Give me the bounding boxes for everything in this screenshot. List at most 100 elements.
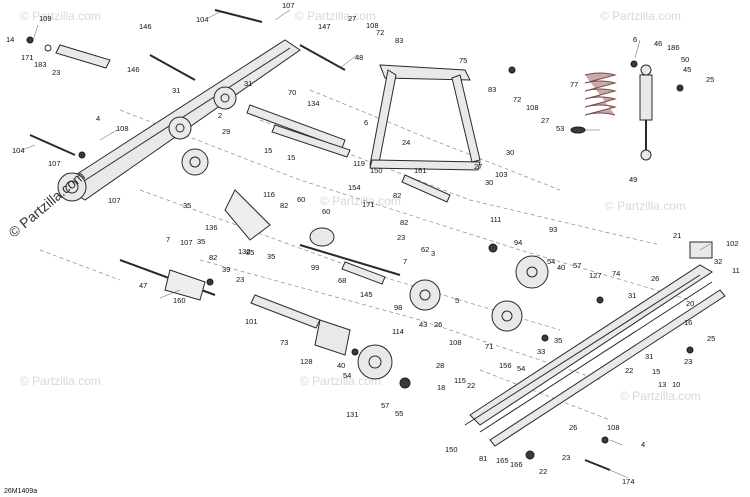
- callout-label: 18: [437, 383, 445, 392]
- callout-label: 102: [726, 239, 739, 248]
- callout-label: 70: [288, 88, 296, 97]
- callout-label: 31: [244, 79, 252, 88]
- callout-label: 156: [499, 361, 512, 370]
- callout-label: 171: [362, 200, 375, 209]
- callout-label: 23: [236, 275, 244, 284]
- callout-label: 83: [488, 85, 496, 94]
- callout-label: 5: [455, 296, 459, 305]
- callout-label: 4: [96, 114, 100, 123]
- callout-label: 174: [622, 477, 635, 486]
- callout-label: 15: [287, 153, 295, 162]
- callout-label: 128: [300, 357, 313, 366]
- callout-label: 60: [297, 195, 305, 204]
- callout-label: 35: [183, 201, 191, 210]
- callout-label: 31: [645, 352, 653, 361]
- callout-label: 160: [173, 296, 186, 305]
- callout-label: 29: [222, 127, 230, 136]
- callout-label: 54: [343, 371, 351, 380]
- callout-label: 93: [549, 225, 557, 234]
- callout-label: 161: [414, 166, 427, 175]
- callout-label: 68: [338, 276, 346, 285]
- partzilla-watermark: © Partzilla.com: [5, 168, 88, 241]
- callout-label: 15: [652, 367, 660, 376]
- callout-label: 154: [348, 183, 361, 192]
- callout-label: 57: [573, 261, 581, 270]
- callout-label: 4: [641, 440, 645, 449]
- callout-label: 166: [510, 460, 523, 469]
- callout-label: 27: [541, 116, 549, 125]
- callout-label: 82: [280, 201, 288, 210]
- callout-label: 26: [651, 274, 659, 283]
- callout-label: 104: [12, 146, 25, 155]
- callout-label: 24: [402, 138, 410, 147]
- leader-lines: [21, 9, 711, 479]
- callout-label: 127: [589, 271, 602, 280]
- callout-label: 107: [180, 238, 193, 247]
- callout-label: 62: [421, 245, 429, 254]
- callout-label: 119: [353, 159, 365, 168]
- faint-watermarks: © Partzilla.com © Partzilla.com © Partzi…: [20, 9, 701, 403]
- callout-label: 74: [612, 269, 620, 278]
- callout-label: 98: [394, 303, 402, 312]
- faint-watermark: © Partzilla.com: [300, 374, 381, 388]
- callout-label: 82: [209, 253, 217, 262]
- callout-label: 3: [431, 249, 435, 258]
- callout-label: 108: [526, 103, 539, 112]
- callout-label: 2: [218, 111, 222, 120]
- callout-label: 101: [245, 317, 258, 326]
- callout-label: 49: [629, 175, 637, 184]
- callout-label: 6: [364, 118, 368, 127]
- callout-label: 85: [246, 248, 254, 257]
- faint-watermark: © Partzilla.com: [295, 9, 376, 23]
- callout-label: 57: [381, 401, 389, 410]
- callout-label: 16: [684, 318, 692, 327]
- callout-label: 99: [311, 263, 319, 272]
- callout-label: 46: [654, 39, 662, 48]
- callout-label: 107: [108, 196, 121, 205]
- callout-label: 11: [732, 266, 740, 275]
- callouts: 14 109 171 183 23 146 104 107 146 31 31 …: [6, 1, 740, 486]
- callout-label: 115: [454, 376, 466, 385]
- callout-label: 108: [366, 21, 379, 30]
- callout-label: 132: [238, 247, 251, 256]
- callout-label: 183: [34, 60, 47, 69]
- front-arm: [369, 64, 481, 171]
- callout-label: 20: [686, 299, 694, 308]
- callout-label: 26: [569, 423, 577, 432]
- callout-label: 107: [282, 1, 295, 10]
- callout-label: 171: [21, 53, 34, 62]
- callout-label: 146: [139, 22, 152, 31]
- callout-label: 31: [172, 86, 180, 95]
- callout-label: 47: [139, 281, 147, 290]
- shafts: [29, 9, 451, 356]
- callout-label: 77: [570, 80, 578, 89]
- callout-label: 108: [449, 338, 462, 347]
- callout-label: 114: [392, 327, 404, 336]
- callout-label: 30: [506, 148, 514, 157]
- callout-label: 108: [607, 423, 620, 432]
- callout-label: 104: [196, 15, 209, 24]
- rear-spring: [570, 64, 653, 161]
- faint-watermark: © Partzilla.com: [600, 9, 681, 23]
- callout-label: 73: [280, 338, 288, 347]
- callout-label: 103: [495, 170, 508, 179]
- callout-label: 72: [513, 95, 521, 104]
- callout-label: 94: [514, 238, 522, 247]
- torsion-springs: [224, 189, 335, 247]
- callout-label: 27: [348, 14, 356, 23]
- callout-label: 109: [39, 14, 52, 23]
- callout-label: 165: [496, 456, 509, 465]
- callout-label: 60: [322, 207, 330, 216]
- callout-label: 54: [517, 364, 525, 373]
- callout-label: 35: [267, 252, 275, 261]
- callout-label: 186: [667, 43, 680, 52]
- callout-label: 10: [672, 380, 680, 389]
- callout-label: 83: [395, 36, 403, 45]
- callout-label: 31: [628, 291, 636, 300]
- callout-label: 22: [539, 467, 547, 476]
- callout-label: 40: [557, 263, 565, 272]
- callout-label: 26: [434, 320, 442, 329]
- callout-label: 25: [706, 75, 714, 84]
- callout-label: 75: [459, 56, 467, 65]
- callout-label: 28: [436, 361, 444, 370]
